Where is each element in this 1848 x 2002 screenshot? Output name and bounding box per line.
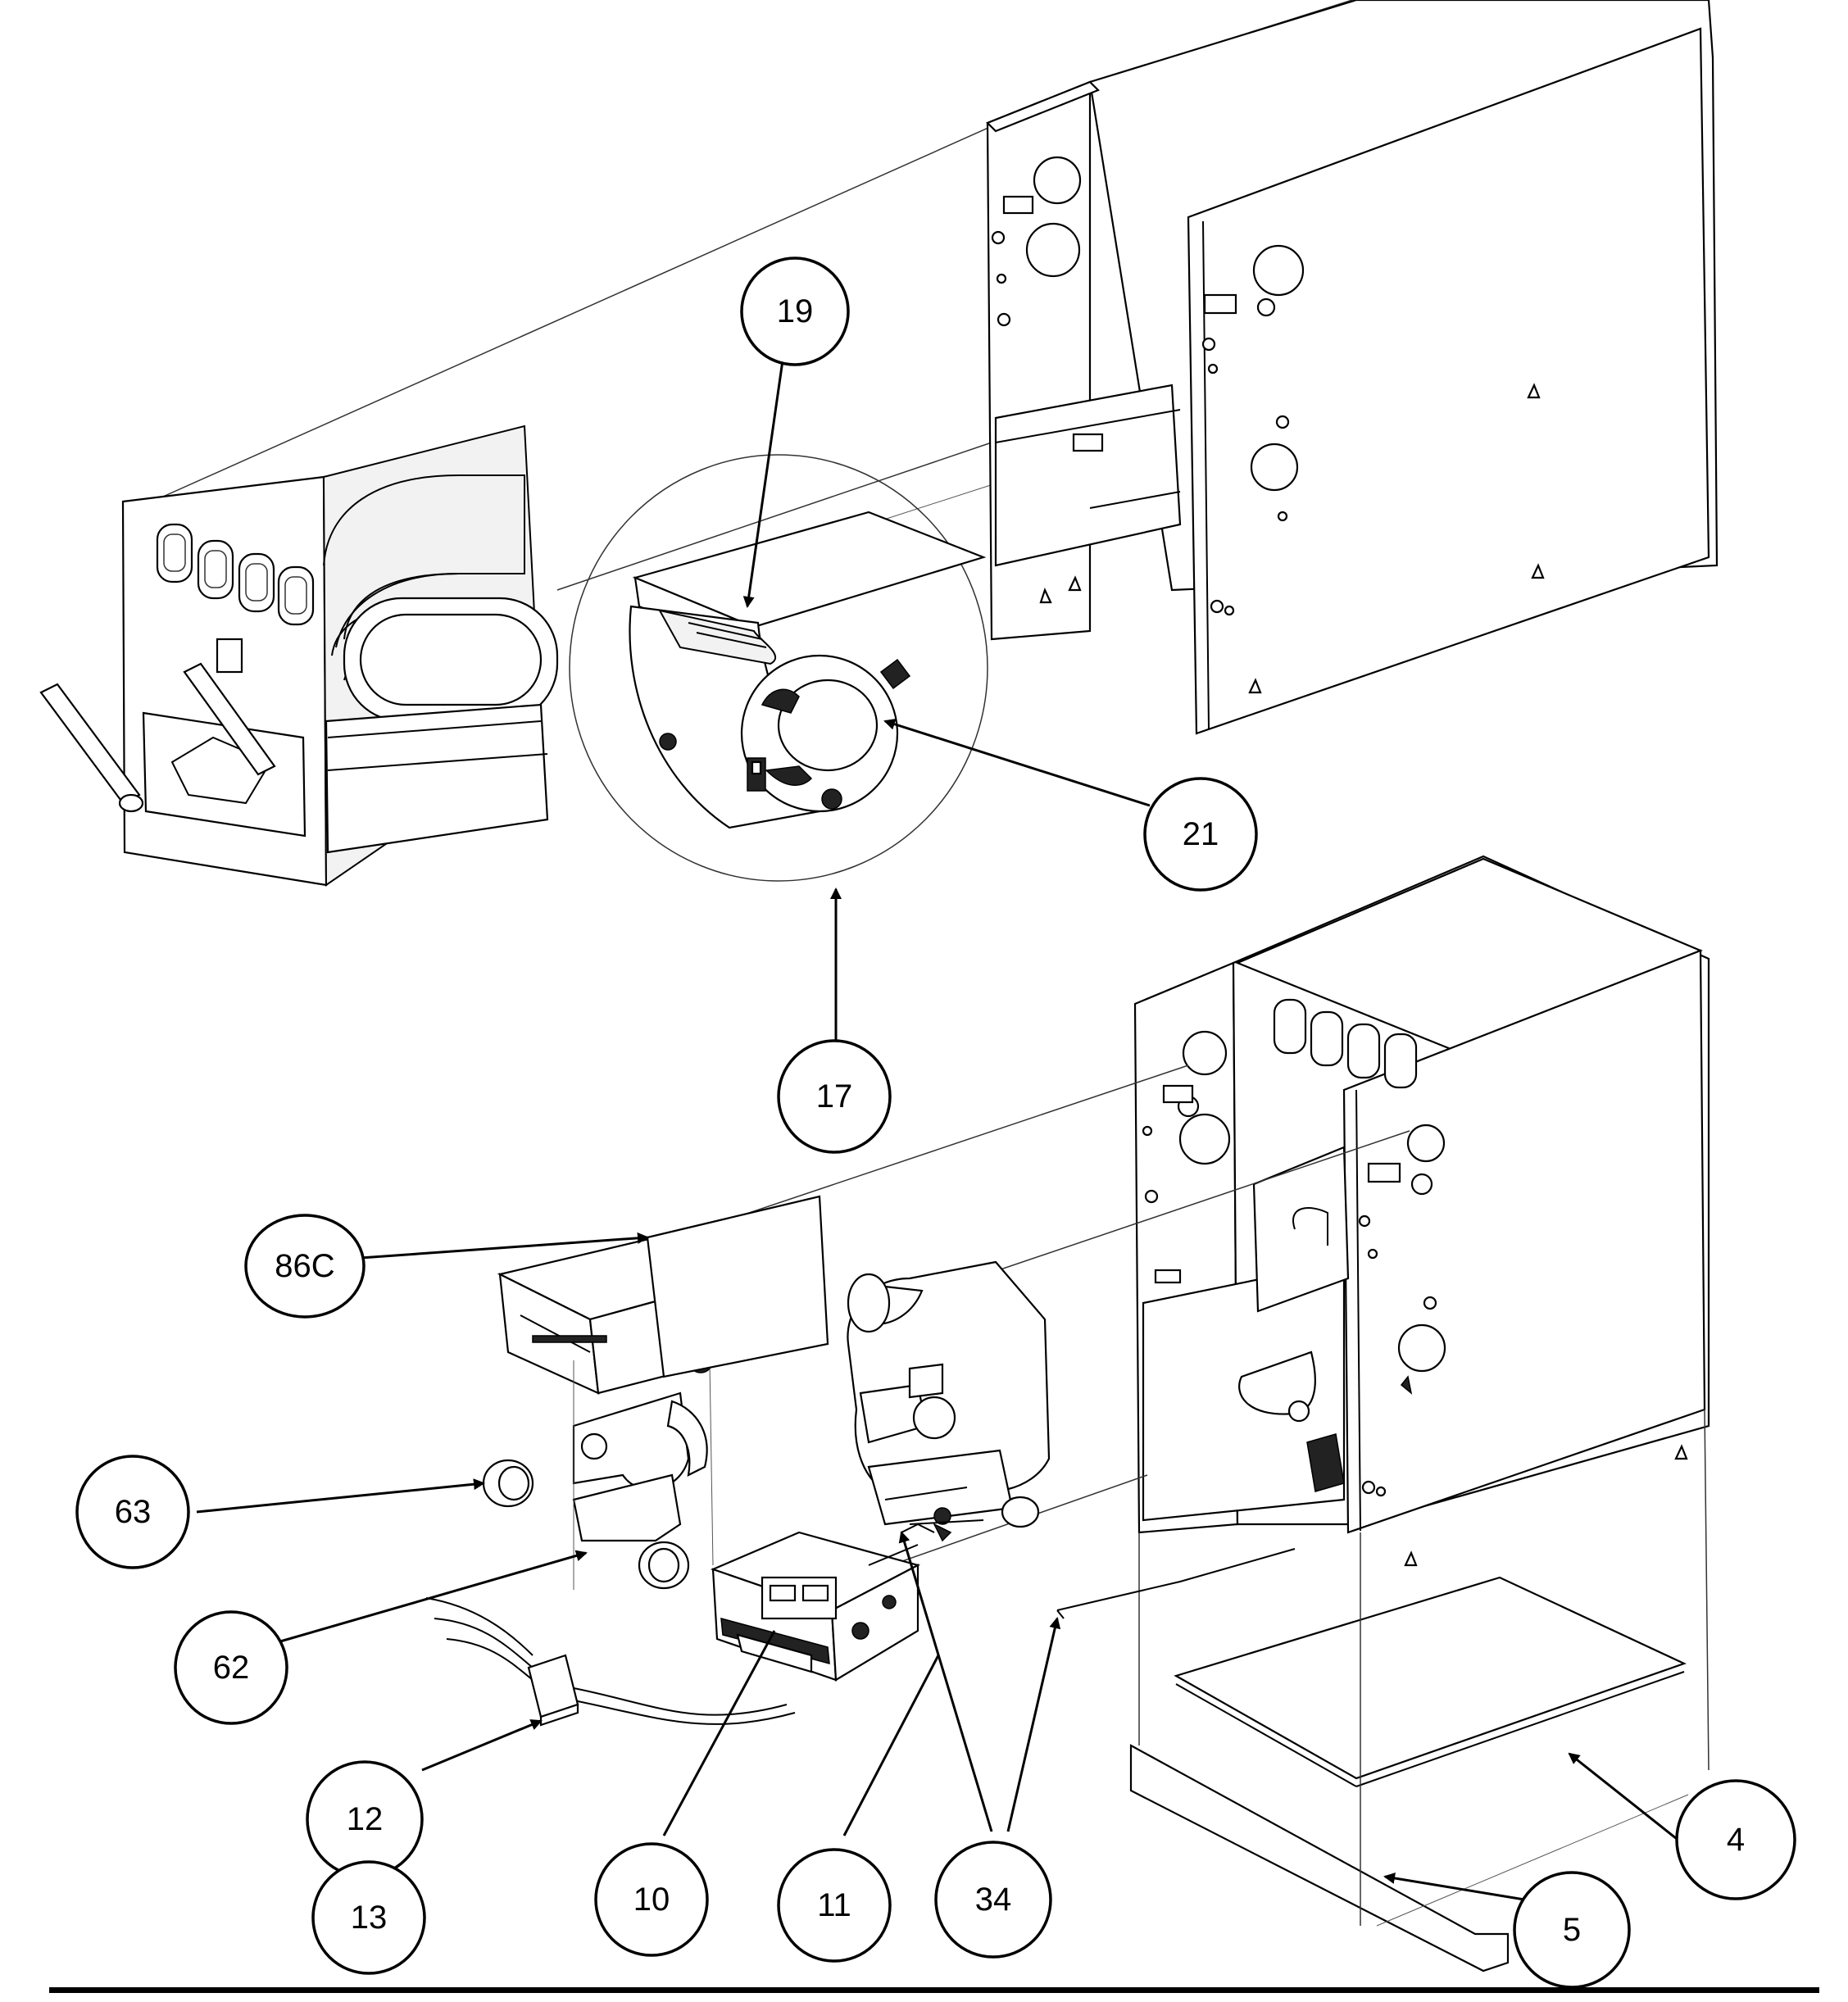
gasket-plate (646, 1195, 829, 1378)
svg-text:62: 62 (213, 1650, 250, 1686)
bottom-rule (49, 1987, 1819, 1993)
callout-34: 34 (934, 1841, 1052, 1959)
callout-86c: 86C (244, 1214, 366, 1319)
furnace-cabinet (1056, 855, 1710, 1972)
callout-63: 63 (75, 1455, 190, 1569)
svg-text:11: 11 (817, 1887, 851, 1923)
bottom-assembly (425, 855, 1710, 1972)
callout-19: 19 (740, 256, 850, 366)
callout-12: 12 (306, 1760, 424, 1878)
svg-text:13: 13 (351, 1900, 388, 1936)
callout-62: 62 (174, 1610, 288, 1725)
callout-11: 11 (777, 1848, 892, 1963)
svg-text:12: 12 (347, 1801, 384, 1837)
svg-text:4: 4 (1727, 1822, 1745, 1858)
svg-text:86C: 86C (275, 1248, 334, 1284)
cabinet-front-panel (1187, 27, 1710, 735)
callout-13: 13 (311, 1860, 426, 1975)
top-exploded-assembly (39, 0, 1719, 887)
svg-text:19: 19 (777, 293, 814, 329)
blower-assembly (569, 454, 988, 882)
svg-text:5: 5 (1563, 1912, 1581, 1948)
svg-text:63: 63 (115, 1494, 152, 1530)
junction-box-and-wiring (425, 1597, 796, 1727)
svg-text:10: 10 (633, 1882, 670, 1918)
leader-lines (196, 360, 1689, 1901)
inducer-blower (843, 1130, 1410, 1582)
callout-5: 5 (1513, 1871, 1631, 1989)
callouts: 19 21 17 86C 63 62 12 13 (75, 256, 1796, 1989)
svg-text:17: 17 (816, 1078, 853, 1114)
sight-glass (482, 1459, 534, 1508)
heat-exchanger (39, 424, 559, 887)
control-box (710, 1519, 984, 1682)
callout-4: 4 (1675, 1779, 1796, 1900)
svg-text:34: 34 (975, 1882, 1012, 1918)
callout-17: 17 (777, 1039, 892, 1154)
callout-10: 10 (594, 1842, 709, 1957)
svg-text:21: 21 (1183, 816, 1219, 852)
callout-21: 21 (1143, 777, 1258, 892)
